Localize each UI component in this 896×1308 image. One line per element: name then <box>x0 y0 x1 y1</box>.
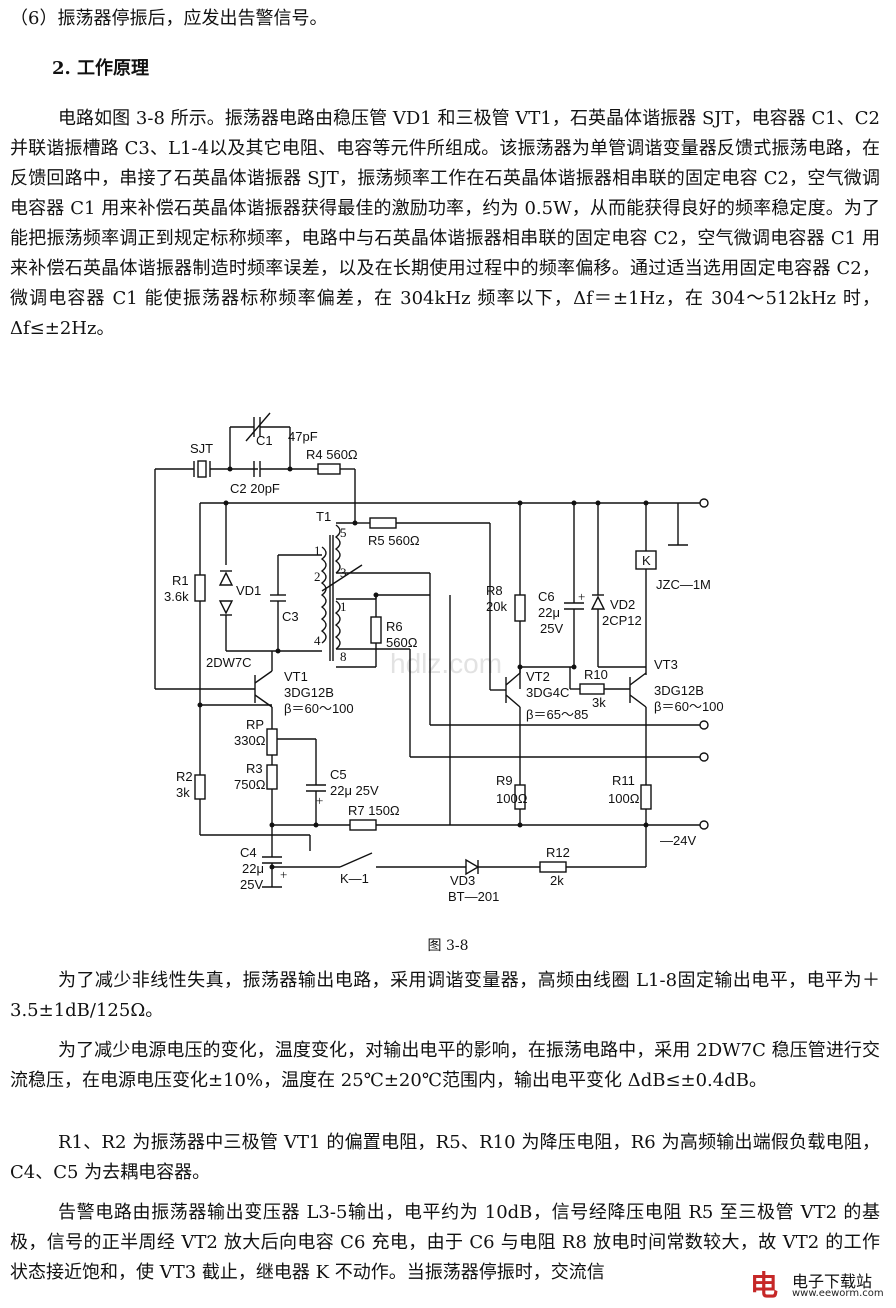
label-vt1: VT1 <box>284 669 308 684</box>
label-rp: RP <box>246 717 264 732</box>
label-r11-value: 100Ω <box>608 791 640 806</box>
label-c1: C1 <box>256 433 273 448</box>
label-k1: K—1 <box>340 871 369 886</box>
label-c5-value: 22μ 25V <box>330 783 379 798</box>
circuit-diagram: SJT C1 47pF R4 560Ω C2 20pF T1 R5 560Ω R… <box>154 412 724 904</box>
label-2dw7c: 2DW7C <box>206 655 252 670</box>
label-vt2-type: 3DG4C <box>526 685 569 700</box>
label-pin-5: 5 <box>340 525 347 540</box>
label-vt2-beta: β＝65～85 <box>526 707 588 722</box>
label-c5: C5 <box>330 767 347 782</box>
label-relay-k: K <box>642 553 651 568</box>
label-r2: R2 <box>176 769 193 784</box>
paragraph-5: 告警电路由振荡器输出变压器 L3-5输出，电平约为 10dB，信号经降压电阻 R… <box>10 1202 880 1283</box>
label-minus-24v: —24V <box>660 833 696 848</box>
label-c4-voltage: 25V <box>240 877 263 892</box>
label-c2: C2 20pF <box>230 481 280 496</box>
label-pin-1b: 1 <box>340 599 347 614</box>
label-c4-plus: + <box>280 867 287 882</box>
logo-mark-icon: 电 <box>750 1269 779 1302</box>
label-c6-voltage: 25V <box>540 621 563 636</box>
label-r7: R7 150Ω <box>348 803 400 818</box>
label-r11: R11 <box>612 773 635 788</box>
watermark: hdlz.com <box>390 648 503 679</box>
logo-name: 电子下载站 <box>792 1272 873 1291</box>
label-r1: R1 <box>172 573 189 588</box>
label-r8: R8 <box>486 583 503 598</box>
label-pin-2: 2 <box>314 569 321 584</box>
label-vt2: VT2 <box>526 669 550 684</box>
label-vd3: VD3 <box>450 873 475 888</box>
site-logo: 电 电子下载站 www.eeworm.com <box>750 1264 890 1304</box>
label-vt3-beta: β＝60～100 <box>654 699 724 714</box>
label-pin-8: 8 <box>340 649 347 664</box>
paragraph-2: 为了减少非线性失真，振荡器输出电路，采用调谐变量器，高频由线圈 L1-8固定输出… <box>10 970 880 1021</box>
label-rp-value: 330Ω <box>234 733 266 748</box>
paragraph-4: R1、R2 为振荡器中三极管 VT1 的偏置电阻，R5、R10 为降压电阻，R6… <box>10 1132 880 1183</box>
label-c6-plus: + <box>578 589 585 604</box>
label-vt3-type: 3DG12B <box>654 683 704 698</box>
label-r10: R10 <box>584 667 608 682</box>
label-r9-value: 100Ω <box>496 791 528 806</box>
label-c5-plus: + <box>316 793 323 808</box>
label-vd1: VD1 <box>236 583 261 598</box>
label-r3-value: 750Ω <box>234 777 266 792</box>
label-t1: T1 <box>316 509 331 524</box>
section-heading: 2. 工作原理 <box>52 58 150 79</box>
label-r8-value: 20k <box>486 599 507 614</box>
label-vd2-type: 2CP12 <box>602 613 642 628</box>
label-c6: C6 <box>538 589 555 604</box>
label-pin-1a: 1 <box>314 543 321 558</box>
label-r12: R12 <box>546 845 570 860</box>
label-relay-model: JZC—1M <box>656 577 711 592</box>
label-r12-value: 2k <box>550 873 564 888</box>
paragraph-1: 电路如图 3-8 所示。振荡器电路由稳压管 VD1 和三极管 VT1，石英晶体谐… <box>10 108 880 339</box>
label-r3: R3 <box>246 761 263 776</box>
logo-url: www.eeworm.com <box>792 1288 884 1299</box>
label-vt3: VT3 <box>654 657 678 672</box>
label-c4-value: 22μ <box>242 861 264 876</box>
label-c6-value: 22μ <box>538 605 560 620</box>
label-r10-value: 3k <box>592 695 606 710</box>
label-c1-value: 47pF <box>288 429 318 444</box>
label-vd3-type: BT—201 <box>448 889 499 904</box>
label-r6: R6 <box>386 619 403 634</box>
label-c4: C4 <box>240 845 257 860</box>
item-6: （6）振荡器停振后，应发出告警信号。 <box>10 8 328 29</box>
label-pin-3: 3 <box>340 565 347 580</box>
label-r4: R4 560Ω <box>306 447 358 462</box>
label-r9: R9 <box>496 773 513 788</box>
label-vt1-beta: β＝60～100 <box>284 701 354 716</box>
label-r2-value: 3k <box>176 785 190 800</box>
label-c3: C3 <box>282 609 299 624</box>
label-vt1-type: 3DG12B <box>284 685 334 700</box>
paragraph-3: 为了减少电源电压的变化，温度变化，对输出电平的影响，在振荡电路中，采用 2DW7… <box>10 1040 880 1091</box>
figure-caption: 图 3-8 <box>427 938 469 954</box>
label-r5: R5 560Ω <box>368 533 420 548</box>
label-r6-value: 560Ω <box>386 635 418 650</box>
label-vd2: VD2 <box>610 597 635 612</box>
label-sjt: SJT <box>190 441 213 456</box>
label-r1-value: 3.6k <box>164 589 189 604</box>
label-pin-4: 4 <box>314 633 321 648</box>
